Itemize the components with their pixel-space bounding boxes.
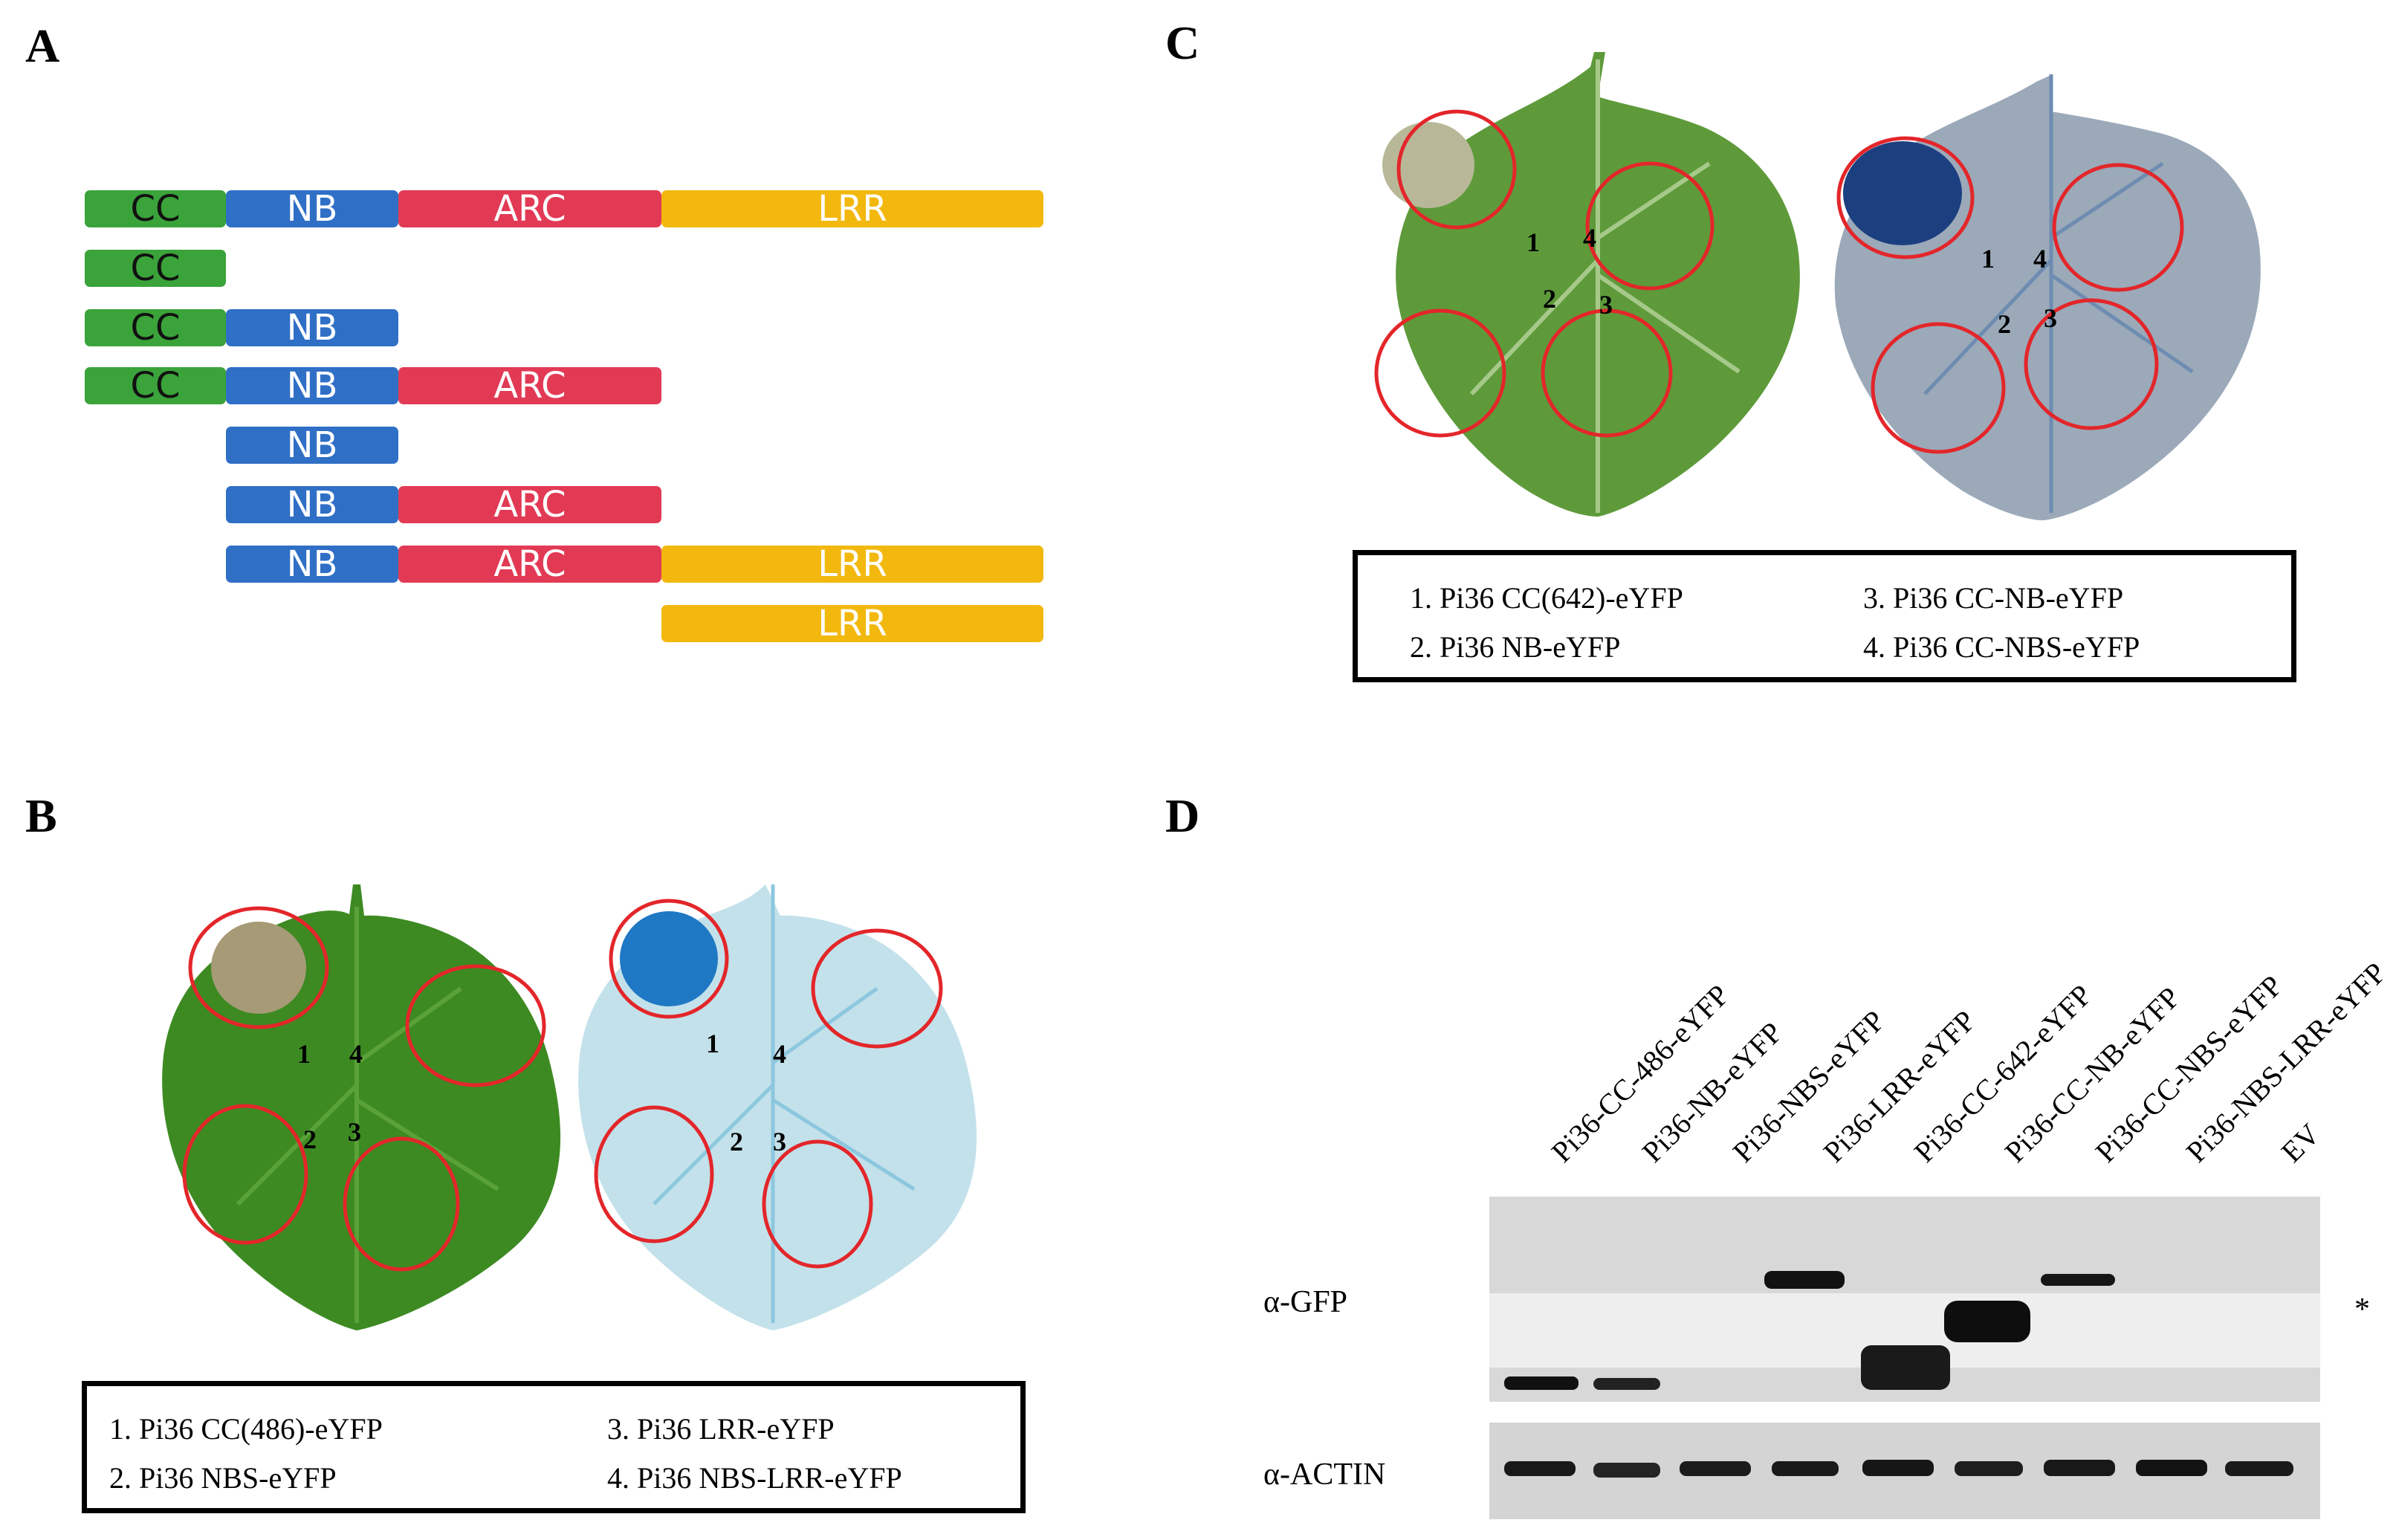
domain-nb: NB — [226, 367, 398, 404]
panel-c-leaves: 1 4 2 3 1 4 2 3 — [1374, 52, 2261, 520]
spot-number: 3 — [348, 1117, 361, 1147]
spot-circle-3 — [762, 1139, 873, 1269]
panel-label-c: C — [1165, 16, 1200, 69]
spot-number: 4 — [773, 1039, 786, 1069]
spot-circle-2 — [1374, 308, 1506, 438]
panel-label-b: B — [25, 789, 57, 842]
domain-lrr: LRR — [661, 605, 1043, 642]
blot-band — [1944, 1301, 2030, 1342]
spot-number: 2 — [730, 1127, 743, 1156]
blot-band — [1680, 1461, 1751, 1476]
legend-item: 4. Pi36 NBS-LRR-eYFP — [607, 1461, 902, 1495]
panel-b-leaves: 1 4 2 3 1 4 2 3 — [162, 884, 977, 1330]
blot-band — [1955, 1461, 2023, 1476]
stained-leaf: 1 4 2 3 — [1834, 74, 2261, 520]
spot-number: 4 — [2033, 244, 2047, 274]
spot-circle-4 — [2052, 163, 2184, 292]
spot-circle-1 — [609, 899, 729, 1019]
spot-number: 2 — [1998, 309, 2011, 339]
domain-arc: ARC — [398, 546, 661, 583]
spot-number: 4 — [349, 1039, 363, 1069]
blot-band — [2044, 1460, 2115, 1476]
spot-circle-2 — [594, 1105, 714, 1243]
lesion — [1382, 122, 1474, 208]
spot-circle-1 — [1836, 136, 1975, 259]
domain-arc: ARC — [398, 190, 661, 227]
panel-label-d: D — [1165, 789, 1200, 842]
spot-circle-3 — [1541, 308, 1673, 438]
spot-number: 3 — [1599, 290, 1613, 320]
stained-leaf: 1 4 2 3 — [578, 884, 977, 1330]
legend-item: 2. Pi36 NB-eYFP — [1410, 630, 1621, 664]
spot-circle-3 — [343, 1136, 460, 1272]
blot-band — [1862, 1460, 1934, 1476]
legend-item: 1. Pi36 CC(486)-eYFP — [109, 1412, 383, 1446]
spot-number: 2 — [1543, 284, 1556, 314]
blot-band — [2136, 1460, 2207, 1476]
domain-lrr: LRR — [661, 190, 1043, 227]
spot-number: 4 — [1583, 223, 1596, 253]
domain-nb: NB — [226, 190, 398, 227]
panel-b-legend: 1. Pi36 CC(486)-eYFP 2. Pi36 NBS-eYFP 3.… — [82, 1381, 1026, 1513]
domain-nb: NB — [226, 309, 398, 346]
blot-band — [1772, 1461, 1839, 1476]
domain-nb: NB — [226, 486, 398, 523]
spot-circle-2 — [182, 1104, 308, 1245]
spot-circle-4 — [405, 964, 546, 1087]
legend-item: 1. Pi36 CC(642)-eYFP — [1410, 581, 1683, 615]
lane-label: EV — [2274, 1116, 2327, 1169]
blot-label-actin: α-ACTIN — [1263, 1458, 1386, 1492]
gus-stain — [620, 911, 718, 1006]
domain-lrr: LRR — [661, 546, 1043, 583]
domain-cc: CC — [85, 190, 226, 227]
blot-band — [1593, 1378, 1660, 1390]
spot-number: 1 — [297, 1039, 311, 1069]
blot-band — [1861, 1345, 1950, 1390]
spot-circle-1 — [188, 906, 329, 1029]
spot-number: 3 — [773, 1127, 786, 1156]
domain-cc: CC — [85, 367, 226, 404]
legend-item: 3. Pi36 CC-NB-eYFP — [1863, 581, 2124, 615]
domain-cc: CC — [85, 309, 226, 346]
green-leaf — [162, 884, 561, 1330]
domain-nb: NB — [226, 546, 398, 583]
domain-arc: ARC — [398, 367, 661, 404]
blot-band — [2225, 1461, 2293, 1476]
panel-c-legend: 1. Pi36 CC(642)-eYFP 2. Pi36 NB-eYFP 3. … — [1353, 550, 2296, 682]
spot-circle-1 — [1396, 109, 1517, 230]
spot-circle-4 — [811, 928, 943, 1049]
green-leaf: 1 4 2 3 — [1374, 52, 1800, 517]
blot-label-gfp: α-GFP — [1263, 1285, 1348, 1319]
western-blot — [1489, 1197, 2320, 1519]
blot-band — [1504, 1376, 1579, 1390]
domain-cc: CC — [85, 250, 226, 287]
spot-circle-2 — [1871, 322, 2006, 454]
legend-item: 2. Pi36 NBS-eYFP — [109, 1461, 337, 1495]
panel-label-a: A — [25, 19, 60, 72]
domain-nb: NB — [226, 427, 398, 464]
spot-number: 1 — [1981, 244, 1995, 274]
spot-circle-3 — [2024, 298, 2159, 430]
gus-stain — [1843, 141, 1962, 245]
spot-number: 1 — [1526, 227, 1540, 257]
spot-number: 3 — [2044, 303, 2057, 333]
blot-asterisk: * — [2354, 1292, 2370, 1327]
spot-number: 1 — [706, 1029, 719, 1058]
legend-item: 4. Pi36 CC-NBS-eYFP — [1863, 630, 2140, 664]
spot-number: 2 — [303, 1125, 317, 1154]
lesion — [211, 922, 306, 1014]
blot-band — [1504, 1461, 1576, 1476]
blot-band — [1593, 1463, 1660, 1478]
blot-band — [1764, 1271, 1845, 1289]
domain-arc: ARC — [398, 486, 661, 523]
legend-item: 3. Pi36 LRR-eYFP — [607, 1412, 835, 1446]
spot-circle-4 — [1585, 161, 1715, 291]
blot-band — [2041, 1274, 2115, 1286]
